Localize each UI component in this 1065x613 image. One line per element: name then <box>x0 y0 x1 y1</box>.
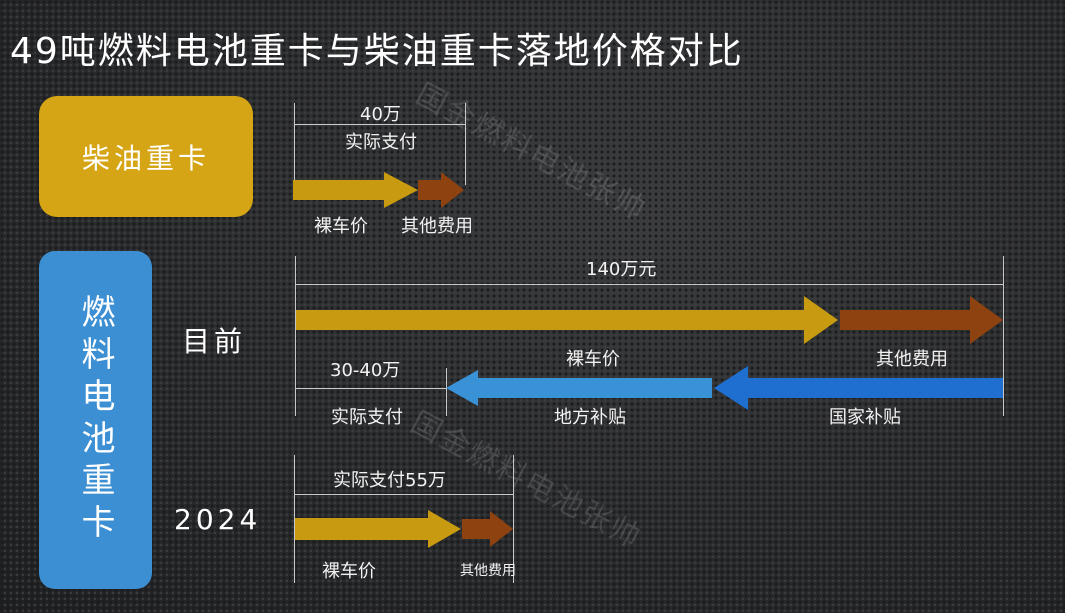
local-subsidy-label: 地方补贴 <box>554 407 626 428</box>
y2024-other-cost-label: 其他费用 <box>460 563 516 579</box>
diesel-other-cost-label: 其他费用 <box>401 216 473 237</box>
bracket-line <box>294 103 295 185</box>
y2024-pay-label: 实际支付55万 <box>333 470 446 491</box>
bracket-line <box>446 368 447 416</box>
bracket-line <box>294 494 513 495</box>
y2024-bare-price-arrow <box>295 510 461 548</box>
diesel-other-cost-arrow <box>418 172 464 208</box>
current-bare-price-label: 裸车价 <box>566 349 620 370</box>
y2024-other-cost-arrow <box>462 511 513 547</box>
fuel-cell-truck-box: 燃料电池重卡 <box>39 251 152 589</box>
row-label-current: 目前 <box>182 325 247 358</box>
page-title: 49吨燃料电池重卡与柴油重卡落地价格对比 <box>10 31 744 72</box>
y2024-bare-price-label: 裸车价 <box>322 561 376 582</box>
bracket-line <box>295 388 446 389</box>
bracket-line <box>295 284 1003 285</box>
diesel-total-value: 40万 <box>360 104 401 125</box>
diesel-truck-box: 柴油重卡 <box>39 96 253 217</box>
bracket-line <box>295 256 296 416</box>
bracket-line <box>294 455 295 583</box>
current-other-cost-arrow <box>840 296 1003 344</box>
diesel-bare-price-label: 裸车价 <box>314 216 368 237</box>
national-subsidy-arrow <box>714 366 1003 410</box>
local-subsidy-arrow <box>446 370 712 406</box>
bracket-line <box>465 103 466 185</box>
diesel-pay-caption: 实际支付 <box>345 132 417 153</box>
row-label-2024: 2024 <box>174 503 262 536</box>
bracket-line <box>294 124 465 125</box>
current-pay-caption: 实际支付 <box>331 407 403 428</box>
diesel-bare-price-arrow <box>293 172 418 208</box>
current-pay-value: 30-40万 <box>330 360 401 381</box>
bracket-line <box>1003 256 1004 416</box>
current-other-cost-label: 其他费用 <box>876 349 948 370</box>
bracket-line <box>513 455 514 583</box>
current-total-value: 140万元 <box>586 259 657 280</box>
national-subsidy-label: 国家补贴 <box>829 407 901 428</box>
current-bare-price-arrow <box>296 296 838 344</box>
